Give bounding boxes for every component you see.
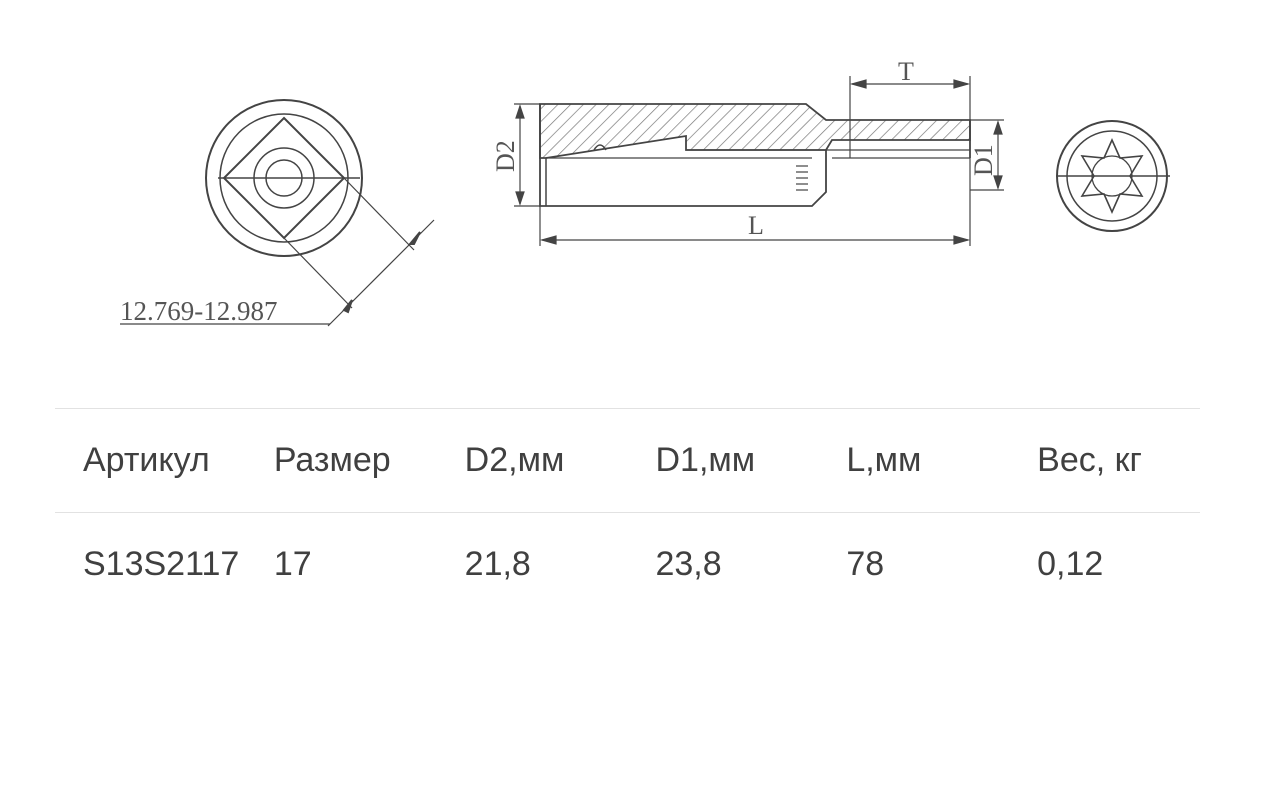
label-l: L	[748, 211, 764, 240]
label-d1: D1	[969, 144, 998, 176]
cell-article: S13S2117	[83, 545, 240, 584]
table-row: S13S2117 17 21,8 23,8 78 0,12	[55, 513, 1200, 617]
header-d1: D1,мм	[655, 441, 756, 479]
header-size: Размер	[273, 441, 391, 479]
cell-d2: 21,8	[464, 545, 531, 584]
label-d2: D2	[491, 140, 520, 172]
table-header-row: Артикул Размер D2,мм D1,мм L,мм Вес, кг	[55, 408, 1200, 513]
outer-circle	[205, 99, 363, 257]
side-view-section	[514, 76, 1004, 246]
cell-weight: 0,12	[1037, 545, 1104, 584]
header-article: Артикул	[83, 441, 210, 479]
cell-l: 78	[846, 545, 885, 584]
label-t: T	[898, 57, 914, 86]
front-dimension-label: 12.769-12.987	[120, 296, 278, 326]
drawing-svg: 12.769-12.987	[120, 57, 1170, 327]
technical-drawing: 12.769-12.987	[0, 0, 1274, 360]
spec-table: Артикул Размер D2,мм D1,мм L,мм Вес, кг …	[55, 408, 1200, 617]
front-view-square-drive	[120, 99, 435, 327]
header-l: L,мм	[846, 441, 922, 479]
cell-d1: 23,8	[655, 545, 722, 584]
header-d2: D2,мм	[464, 441, 565, 479]
cell-size: 17	[273, 545, 312, 584]
rear-view-hex	[1056, 120, 1170, 232]
header-weight: Вес, кг	[1037, 441, 1142, 479]
